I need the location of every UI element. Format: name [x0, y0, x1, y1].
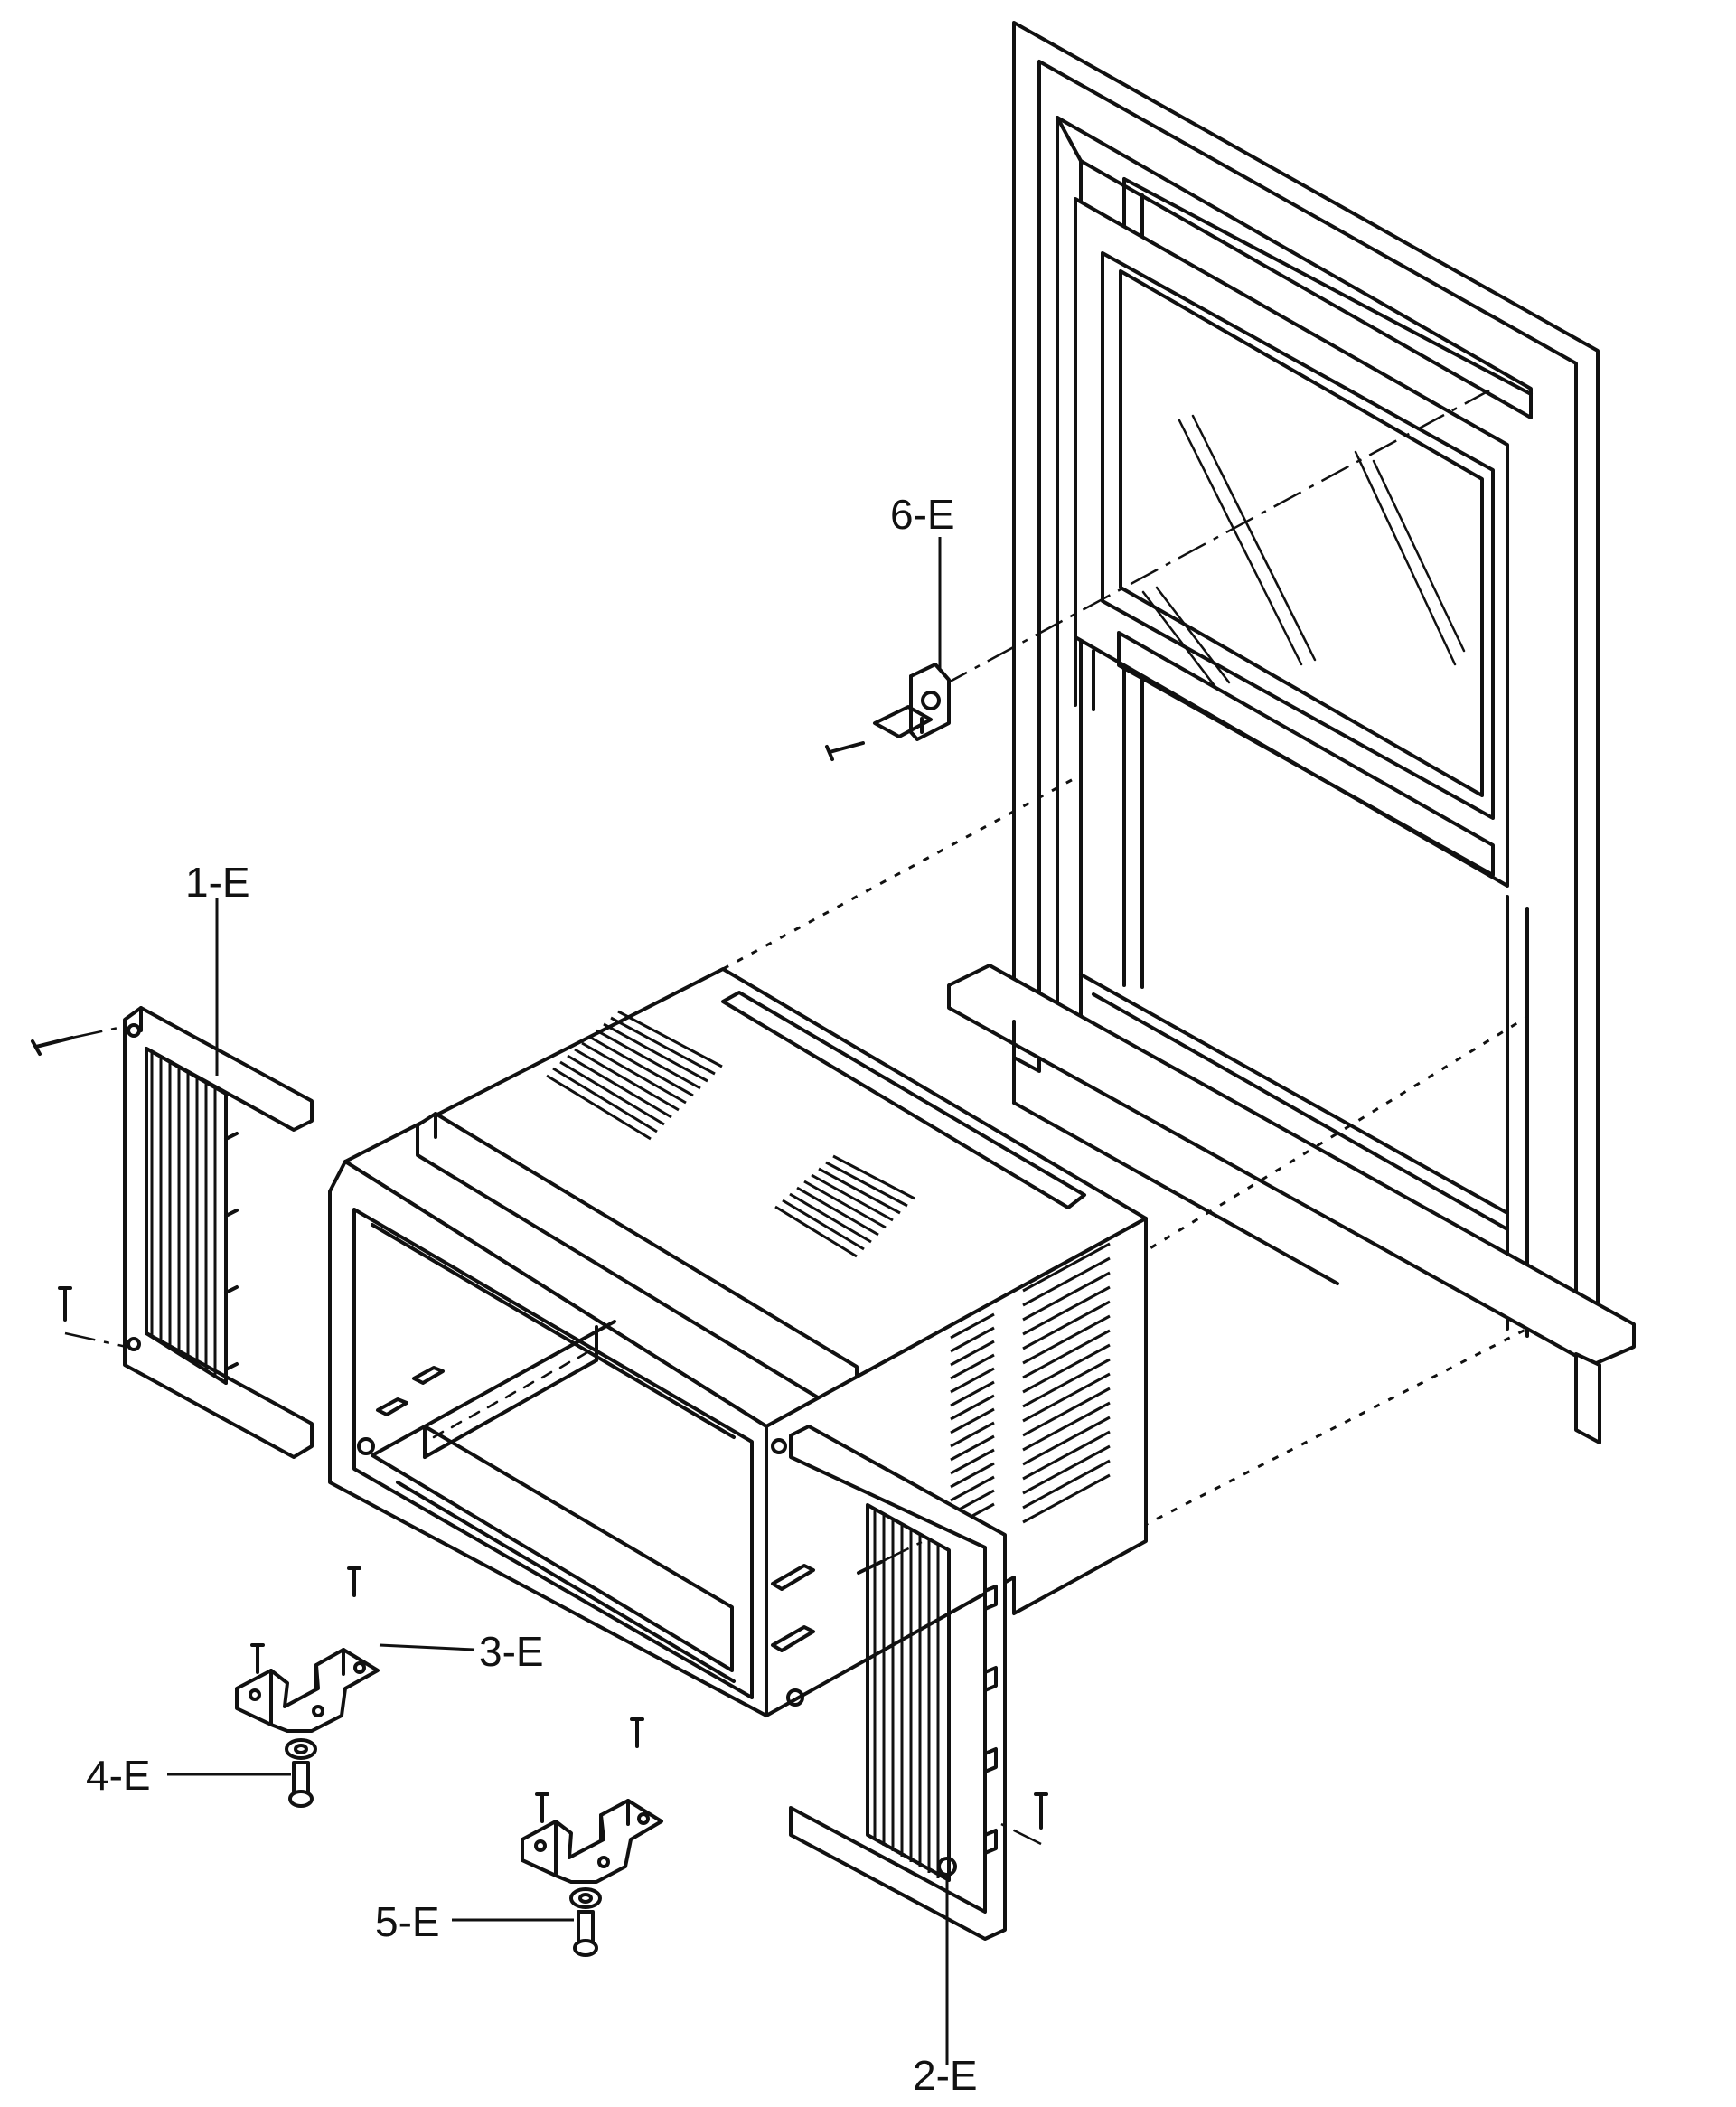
screw-icon: [250, 1643, 265, 1674]
part-label-6e: 6-E: [890, 491, 955, 538]
screw-icon: [31, 1024, 127, 1056]
part-label-2e: 2-E: [913, 2052, 978, 2099]
part-label-4e: 4-E: [86, 1752, 151, 1799]
screw-icon: [347, 1566, 361, 1597]
screw-icon: [58, 1286, 127, 1349]
screw-icon: [630, 1717, 644, 1748]
screw-icon: [1000, 1792, 1048, 1846]
screw-icon: [535, 1792, 549, 1823]
top-vent-left: [546, 1010, 723, 1141]
window-frame: [947, 21, 1636, 1444]
leveling-bolt-left: [285, 1738, 317, 1808]
callout-leaders: [167, 537, 949, 2065]
left-panel-pleats: [150, 1053, 217, 1376]
part-label-1e: 1-E: [185, 859, 250, 906]
sash-lock-bracket: [825, 663, 951, 761]
top-vent-right: [774, 1154, 915, 1258]
ac-cabinet: [328, 967, 1148, 1717]
support-bracket-left: [235, 1566, 380, 1733]
left-curtain-panel: [31, 1006, 314, 1459]
screw-icon: [857, 1539, 924, 1575]
right-panel-pleats: [873, 1510, 940, 1878]
inner-rail-teeth: [432, 1350, 589, 1439]
leveling-bolt-right: [569, 1887, 602, 1957]
part-label-3e: 3-E: [479, 1628, 544, 1675]
right-curtain-panel: [789, 1425, 1048, 1941]
part-label-5e: 5-E: [375, 1898, 440, 1945]
support-bracket-right: [521, 1717, 663, 1884]
alignment-lines: [722, 389, 1528, 1543]
screw-icon: [825, 741, 865, 761]
